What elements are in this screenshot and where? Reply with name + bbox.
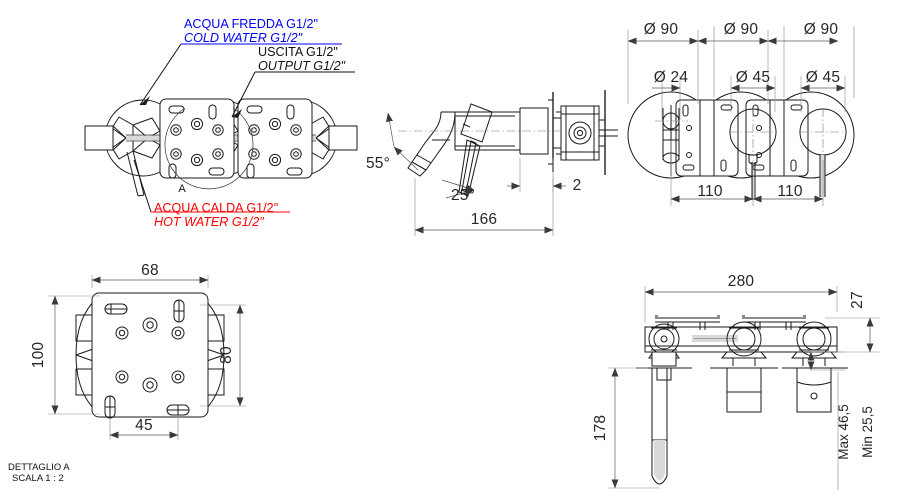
dim-dia-90-group: Ø 90 Ø 90 Ø 90 [644, 21, 839, 38]
dim-spacing-right: 110 [777, 183, 802, 200]
view-bottom-section: 280 27 178 Max 46,5 Min 25,5 [592, 273, 880, 490]
dim-angle-55: 55° [366, 155, 390, 172]
dim-spout-height-178: 178 [592, 415, 609, 441]
dim-dia-45-center: Ø 45 [736, 69, 770, 86]
dim-hole-pitch-45: 45 [135, 417, 153, 434]
view-top-plan: Ø 90 Ø 90 Ø 90 Ø 24 Ø 45 Ø 45 110 110 [627, 21, 855, 206]
dim-dia-24-left: Ø 24 [654, 69, 689, 86]
label-output-it: USCITA G1/2" [258, 45, 338, 59]
label-hot-water-en: HOT WATER G1/2" [154, 215, 264, 229]
label-cold-water-it: ACQUA FREDDA G1/2" [184, 17, 318, 31]
dim-wall-2: 2 [573, 177, 582, 194]
dim-dia-90-center: Ø 90 [724, 21, 759, 38]
detail-title: DETTAGLIO A [8, 462, 70, 473]
dim-body-depth-27: 27 [849, 291, 866, 309]
detail-marker-a: A [178, 183, 186, 195]
label-cold-water-en: COLD WATER G1/2" [184, 31, 303, 45]
dim-plate-width-68: 68 [141, 262, 159, 279]
view-side-section: 55° 25° 2 166 [366, 90, 618, 236]
dim-plate-height-80: 80 [218, 346, 235, 364]
dim-dia-inner-group: Ø 24 Ø 45 Ø 45 [654, 69, 840, 86]
dim-angle-25: 25° [451, 187, 475, 204]
view-front-assembly [84, 43, 358, 213]
dim-body-height-100: 100 [30, 342, 47, 369]
dim-dia-90-left: Ø 90 [644, 21, 679, 38]
dim-spacing-left: 110 [697, 183, 722, 200]
view-detail-a: 68 100 80 45 [30, 262, 246, 440]
label-output-en: OUTPUT G1/2" [258, 59, 346, 73]
dim-overall-280: 280 [728, 273, 755, 290]
dim-depth-max: Max 46,5 [836, 404, 851, 460]
dim-dia-90-right: Ø 90 [804, 21, 839, 38]
dim-166: 166 [471, 211, 497, 228]
label-hot-water-it: ACQUA CALDA G1/2" [154, 201, 278, 215]
callout-labels: ACQUA FREDDA G1/2" COLD WATER G1/2" USCI… [8, 17, 346, 484]
dim-depth-min: Min 25,5 [860, 406, 875, 458]
detail-scale: SCALA 1 : 2 [12, 473, 64, 484]
dim-dia-45-right: Ø 45 [806, 69, 840, 86]
